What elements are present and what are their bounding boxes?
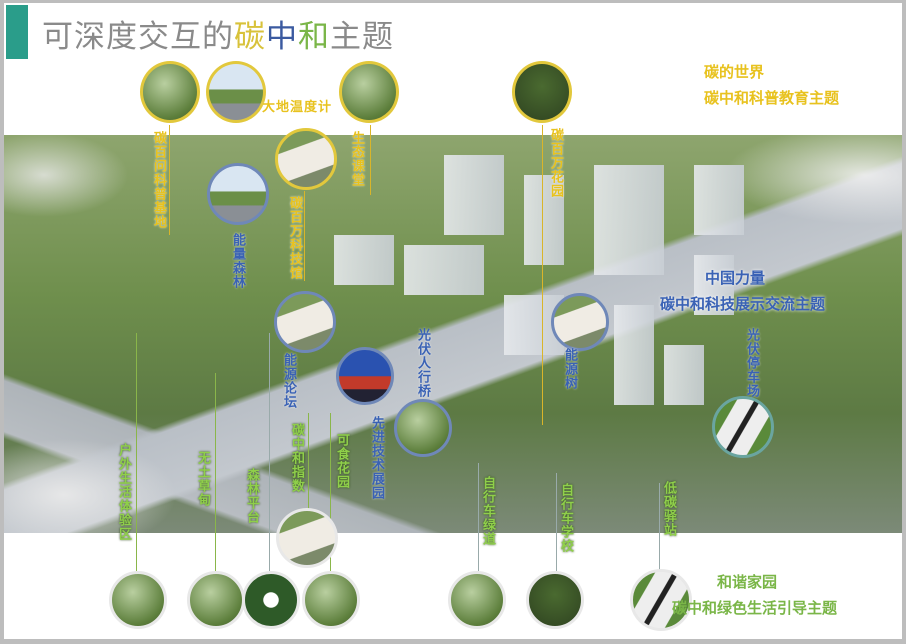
label-meadow: 无土草甸	[195, 451, 210, 507]
connector-line	[304, 191, 305, 281]
photo-outdoor-area	[109, 571, 167, 629]
building	[444, 155, 504, 235]
building	[404, 245, 484, 295]
label-carbon-index: 碳中和指数	[289, 423, 304, 493]
theme-subtitle: 碳中和科技展示交流主题	[660, 295, 826, 313]
connector-line	[542, 125, 543, 425]
photo-thermometer	[206, 61, 266, 123]
theme-name: 碳的世界	[704, 63, 765, 81]
slide: 可深度交互的碳中和主题 碳百问科普基地 大地温度计 生态课堂 碳百万科技馆 能量…	[4, 3, 902, 639]
photo-energy-tree	[551, 293, 609, 351]
building	[664, 345, 704, 405]
photo-bike-lane	[448, 571, 506, 629]
title-char-middle: 中	[266, 19, 298, 55]
theme-china-power: 中国力量 碳中和科技展示交流主题	[660, 265, 825, 317]
label-carbon-garden: 碳百万花园	[548, 128, 563, 198]
connector-line	[308, 413, 309, 510]
label-tech-park: 先进技术展园	[369, 416, 384, 500]
connector-line	[269, 333, 270, 571]
photo-forest-platform	[242, 571, 300, 629]
building	[694, 165, 744, 235]
connector-line	[659, 483, 660, 571]
label-low-carbon-station: 低碳驿站	[661, 481, 676, 537]
title-char-harmony: 和	[298, 19, 330, 55]
label-pv-parking: 光伏停车场	[744, 328, 759, 398]
photo-edible-garden	[302, 571, 360, 629]
title-text: 可深度交互的	[42, 19, 234, 55]
connector-line	[136, 333, 137, 571]
theme-name: 和谐家园	[717, 573, 778, 591]
page-title: 可深度交互的碳中和主题	[42, 11, 394, 56]
theme-name: 中国力量	[705, 269, 766, 287]
connector-line	[169, 125, 170, 235]
photo-carbon-garden	[512, 61, 572, 123]
label-energy-tree: 能源树	[562, 348, 577, 390]
title-accent-bar	[6, 5, 28, 59]
label-energy-forum: 能源论坛	[281, 353, 296, 409]
theme-harmony-home: 和谐家园 碳中和绿色生活引导主题	[672, 569, 837, 621]
theme-subtitle: 碳中和绿色生活引导主题	[672, 599, 838, 617]
photo-tech-park	[336, 347, 394, 405]
building	[524, 175, 564, 265]
label-pv-bridge: 光伏人行桥	[415, 328, 430, 398]
photo-eco-class	[339, 61, 399, 123]
label-thermometer: 大地温度计	[262, 100, 333, 115]
photo-pv-bridge	[394, 399, 452, 457]
label-edible-garden: 可食花园	[334, 433, 349, 489]
photo-carbon-base	[140, 61, 200, 123]
label-forest-platform: 森林平台	[244, 468, 259, 524]
building	[614, 305, 654, 405]
aerial-view-image	[4, 135, 902, 533]
photo-low-carbon-station	[630, 569, 692, 631]
photo-bike-school	[526, 571, 584, 629]
label-outdoor-area: 户外生活体验区	[116, 443, 131, 541]
label-bike-school: 自行车学校	[558, 483, 573, 553]
connector-line	[330, 413, 331, 571]
label-bike-lane: 自行车绿道	[480, 476, 495, 546]
label-tech-museum: 碳百万科技馆	[287, 196, 302, 280]
theme-subtitle: 碳中和科普教育主题	[704, 89, 840, 107]
theme-carbon-world: 碳的世界 碳中和科普教育主题	[704, 59, 839, 111]
photo-energy-forest	[207, 163, 269, 225]
connector-line	[478, 463, 479, 571]
photo-carbon-index	[276, 508, 338, 568]
photo-tech-museum	[275, 128, 337, 190]
photo-pv-parking	[712, 396, 774, 458]
connector-line	[215, 373, 216, 571]
photo-meadow	[187, 571, 245, 629]
connector-line	[370, 125, 371, 195]
connector-line	[556, 473, 557, 571]
label-carbon-base: 碳百问科普基地	[151, 131, 166, 229]
title-text-end: 主题	[330, 19, 394, 55]
building	[694, 255, 734, 315]
label-energy-forest: 能量森林	[230, 233, 245, 289]
building	[594, 165, 664, 275]
title-char-carbon: 碳	[234, 19, 266, 55]
label-eco-class: 生态课堂	[349, 131, 364, 187]
photo-energy-forum	[274, 291, 336, 353]
building	[334, 235, 394, 285]
